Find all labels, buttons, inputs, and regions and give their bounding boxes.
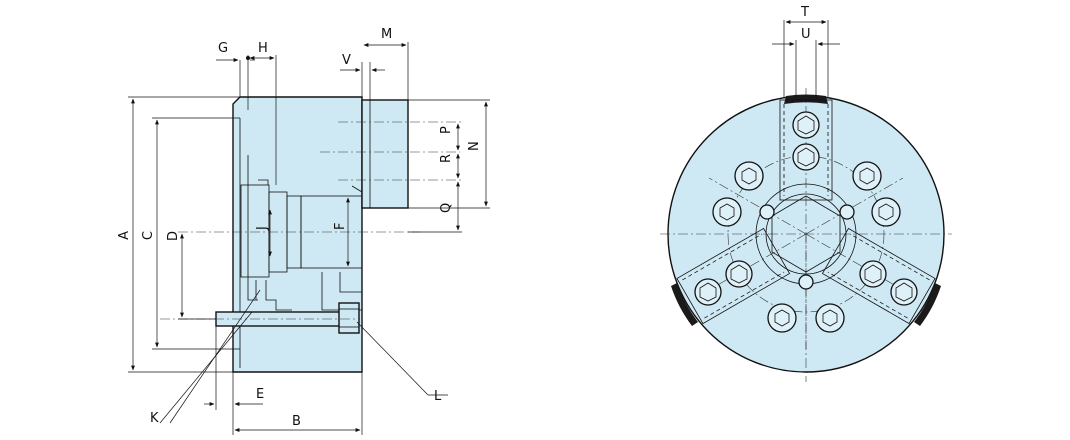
jaw-screw-right-1 xyxy=(890,278,918,306)
dim-label-u: U xyxy=(801,27,811,42)
dim-label-m: M xyxy=(381,27,392,42)
jaw-cap-right xyxy=(914,283,941,326)
jaw-screw xyxy=(338,302,360,334)
dim-label-r: R xyxy=(439,154,454,163)
mount-bolt-4 xyxy=(871,197,901,227)
jaw-screw-top-1 xyxy=(792,111,820,139)
dim-label-f: F xyxy=(333,223,348,230)
jaw-cap-top xyxy=(784,94,828,104)
front-view: T U xyxy=(660,5,952,382)
jaw-slot-left xyxy=(676,227,791,325)
chuck-body xyxy=(232,96,363,373)
small-hole-right xyxy=(839,204,855,220)
small-hole-left xyxy=(759,204,775,220)
mount-bolt-1 xyxy=(734,161,764,191)
mount-bolt-2 xyxy=(852,161,882,191)
dim-label-e: E xyxy=(256,387,264,402)
jaw-screw-top-2 xyxy=(792,143,820,171)
mount-bolt-5 xyxy=(767,303,797,333)
dim-label-j: J xyxy=(255,226,270,231)
jaw-screw-left-1 xyxy=(694,278,722,306)
jaw-slot-right xyxy=(821,227,936,325)
dim-label-p: P xyxy=(439,126,454,134)
dim-label-l: L xyxy=(434,389,442,404)
pilot-spigot xyxy=(361,99,409,209)
dim-label-k: K xyxy=(150,411,159,426)
dim-label-t: T xyxy=(800,5,809,20)
dim-label-q: Q xyxy=(439,203,454,213)
dim-label-d: D xyxy=(166,231,181,241)
dim-label-h: H xyxy=(258,41,268,56)
small-hole-bottom xyxy=(798,274,814,290)
dim-label-v: V xyxy=(342,53,351,68)
jaw-screw-left-2 xyxy=(725,260,753,288)
dim-label-n: N xyxy=(467,141,482,151)
dim-label-c: C xyxy=(141,231,156,240)
mount-bolt-3 xyxy=(712,197,742,227)
jaw-screw-right-2 xyxy=(859,260,887,288)
dim-label-b: B xyxy=(292,414,301,429)
jaw-cap-left xyxy=(671,283,698,326)
centre-bore xyxy=(765,193,847,275)
dim-label-a: A xyxy=(117,231,132,240)
mount-bolt-6 xyxy=(815,303,845,333)
side-view: A C D J F N P R Q B E G H M V K L xyxy=(117,27,490,435)
dim-label-g: G xyxy=(218,41,228,56)
jaw-slot-top xyxy=(779,99,833,201)
